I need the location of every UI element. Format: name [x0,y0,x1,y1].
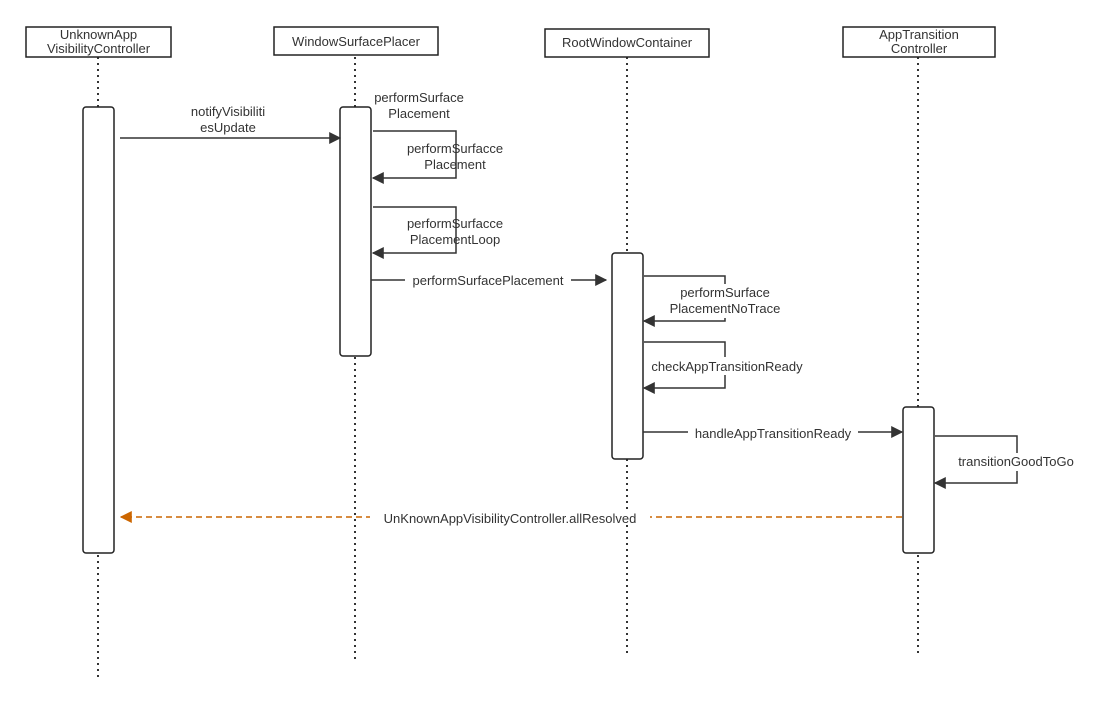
message-self-check-ready[interactable]: checkAppTransitionReady [642,341,810,394]
message-self-check-ready-label: checkAppTransitionReady [651,359,803,374]
message-self-placement-loop-line2: PlacementLoop [410,232,500,247]
message-self-good-to-go-label: transitionGoodToGo [958,454,1074,469]
message-self-no-trace-line1: performSurface [680,285,770,300]
message-self-placement-loop-line1: performSurfacce [407,216,503,231]
message-perform-surface-placement-label: performSurfacePlacement [412,273,563,288]
participant-transition-label-line1: AppTransition [879,27,959,42]
message-self-perform-placement[interactable]: performSurface Placement [374,90,464,121]
message-notify-label-line1: notifyVisibiliti [191,104,265,119]
message-self-perform-placement-line1: performSurface [374,90,464,105]
message-self-placement-loop[interactable]: performSurfacce PlacementLoop [371,206,503,259]
message-self-perform-placement-line2: Placement [388,106,450,121]
participant-transition[interactable]: AppTransition Controller [842,26,996,58]
message-self-good-to-go[interactable]: transitionGoodToGo [933,435,1080,489]
message-notify[interactable]: notifyVisibiliti esUpdate [120,104,342,144]
message-all-resolved[interactable]: UnKnownAppVisibilityController.allResolv… [119,509,902,526]
participant-root[interactable]: RootWindowContainer [544,28,710,58]
participant-unknown[interactable]: UnknownApp VisibilityController [25,26,172,58]
message-handle-ready[interactable]: handleAppTransitionReady [643,425,904,441]
activation-placer [339,106,372,357]
message-self-performsurfacce-placement[interactable]: performSurfacce Placement [371,130,503,184]
participant-placer-label: WindowSurfacePlacer [292,34,421,49]
message-notify-label-line2: esUpdate [200,120,256,135]
message-handle-ready-label: handleAppTransitionReady [695,426,852,441]
participant-placer[interactable]: WindowSurfacePlacer [273,26,439,56]
activation-unknown [82,106,115,554]
activation-root [611,252,644,460]
participant-transition-label-line2: Controller [891,41,948,56]
participant-root-label: RootWindowContainer [562,35,693,50]
message-self-performsurfacce-placement-line1: performSurfacce [407,141,503,156]
participant-unknown-label-line1: UnknownApp [60,27,137,42]
message-self-no-trace[interactable]: performSurface PlacementNoTrace [642,275,790,327]
message-perform-surface-placement[interactable]: performSurfacePlacement [371,272,608,288]
participant-unknown-label-line2: VisibilityController [47,41,151,56]
message-all-resolved-label: UnKnownAppVisibilityController.allResolv… [384,511,637,526]
message-self-no-trace-line2: PlacementNoTrace [670,301,781,316]
activation-transition [902,406,935,554]
message-self-performsurfacce-placement-line2: Placement [424,157,486,172]
